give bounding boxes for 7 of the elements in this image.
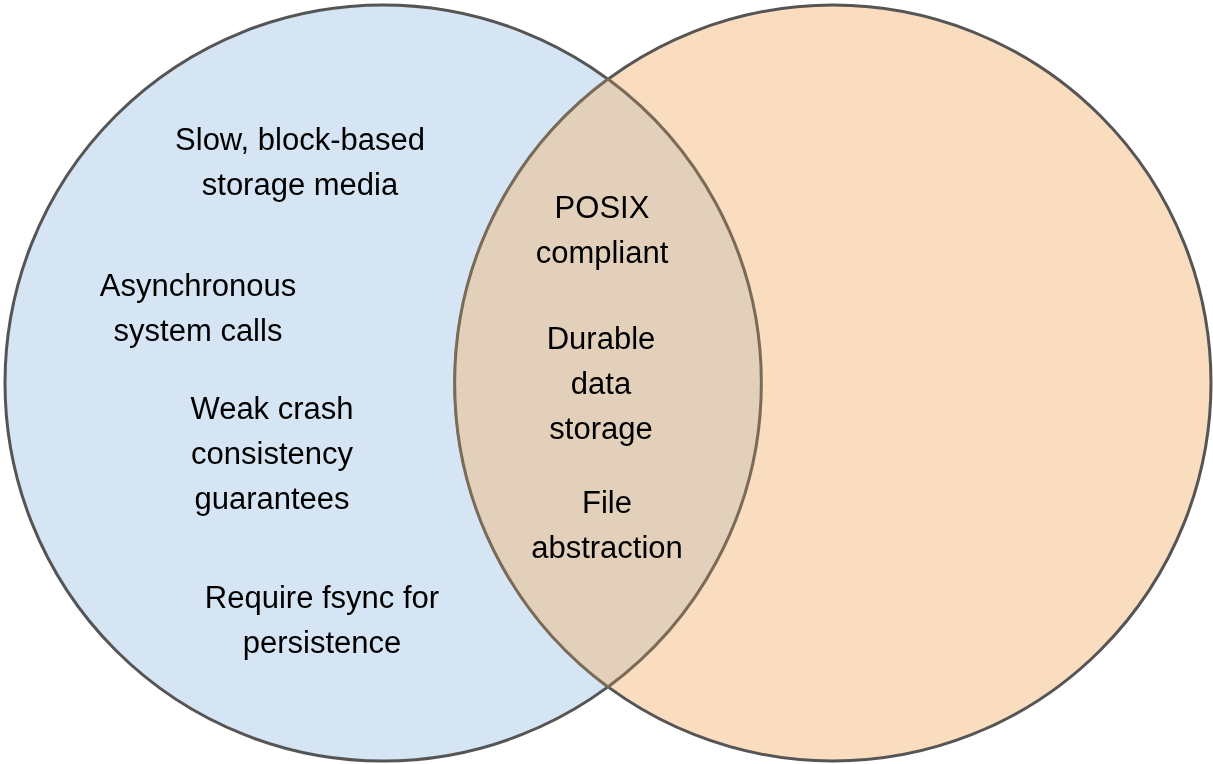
venn-item-text: Slow, block-based storage media bbox=[174, 121, 426, 204]
venn-item-text: POSIX compliant bbox=[534, 189, 670, 272]
venn-item-text: Weak crash consistency guarantees bbox=[189, 389, 355, 518]
venn-item-text: Require fsync for persistence bbox=[203, 579, 441, 662]
venn-item-text: File abstraction bbox=[530, 484, 684, 567]
venn-item-text: Asynchronous system calls bbox=[98, 267, 298, 350]
venn-item-text: Durable data storage bbox=[545, 319, 657, 448]
